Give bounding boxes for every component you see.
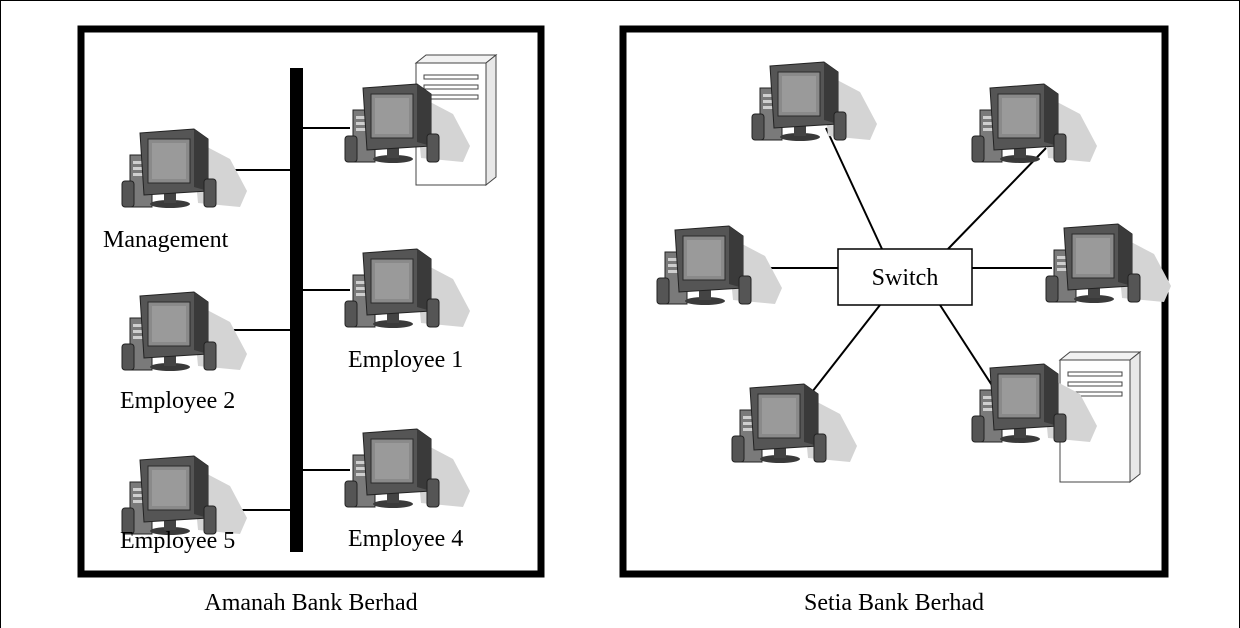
diagram-caption-amanah: Amanah Bank Berhad <box>204 590 417 616</box>
diagram-caption-setia: Setia Bank Berhad <box>804 590 984 616</box>
bus-backbone <box>290 68 303 552</box>
star-link-top-left <box>825 127 883 250</box>
node-label-management: Management <box>103 227 229 253</box>
computer-icon <box>971 83 1098 164</box>
star-network-diagram: Switch Setia Bank Berhad <box>619 25 1172 616</box>
computer-icon <box>121 291 248 372</box>
node-label-employee-1: Employee 1 <box>348 347 463 373</box>
computer-icon <box>1045 223 1172 304</box>
star-link-bottom-right <box>939 304 996 391</box>
computer-icon <box>121 455 248 536</box>
switch-label: Switch <box>872 265 939 291</box>
node-label-employee-4: Employee 4 <box>348 526 463 552</box>
star-network-border <box>619 25 1169 578</box>
computer-icon <box>344 428 471 509</box>
node-label-employee-2: Employee 2 <box>120 388 235 414</box>
star-link-top-right <box>947 147 1047 250</box>
node-label-employee-5: Employee 5 <box>120 528 235 554</box>
computer-icon <box>656 225 783 306</box>
bus-network-diagram: Management Employee 2 Employee 5 Employe… <box>77 25 545 616</box>
computer-icon <box>731 383 858 464</box>
computer-icon <box>344 248 471 329</box>
bus-network-border <box>77 25 545 578</box>
computer-icon <box>121 128 248 209</box>
switch-node: Switch <box>837 248 973 306</box>
computer-icon <box>751 61 878 142</box>
